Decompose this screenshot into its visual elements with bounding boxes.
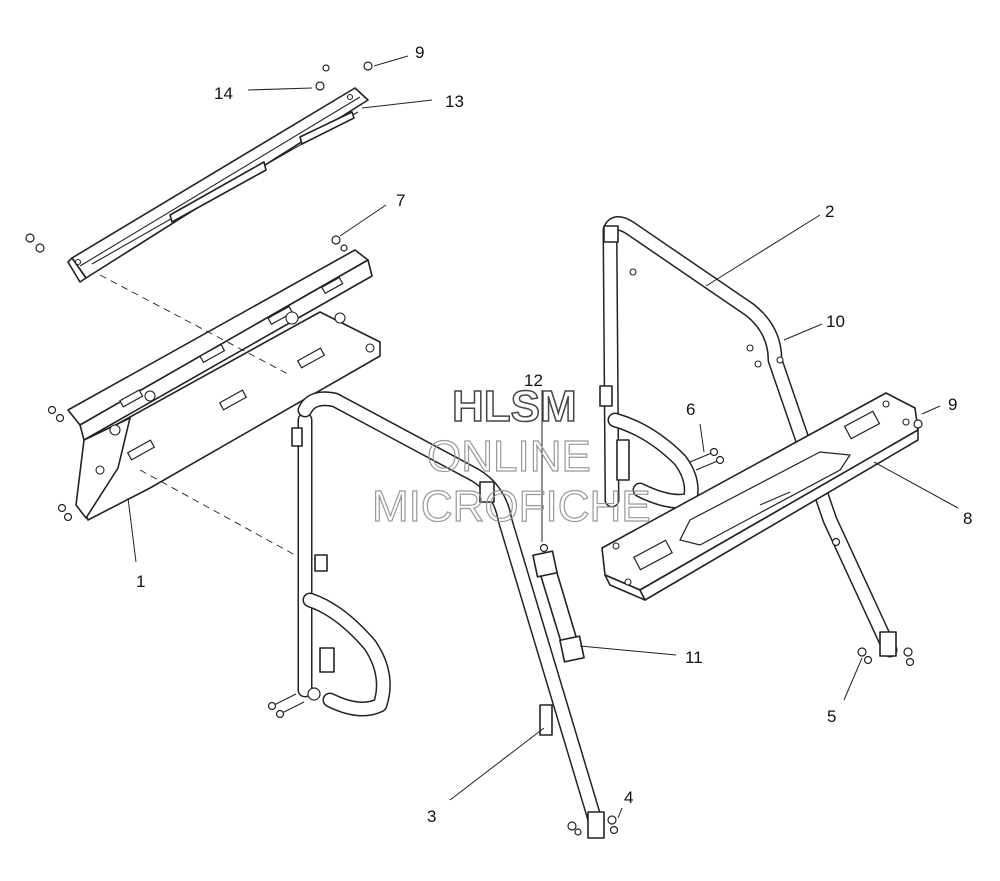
callout-10: 10 [826,312,845,331]
callout-5: 5 [827,707,836,726]
callout-9-right: 9 [948,395,957,414]
callout-7: 7 [396,191,405,210]
watermark-line-2: ONLINE [427,432,591,481]
part-1-rear-frame [67,249,381,521]
callout-labels: 1 2 3 4 5 6 7 8 9 9 10 11 12 13 14 [136,43,972,826]
callout-11: 11 [685,648,703,667]
leader-lines [127,55,959,819]
part-3-front-roll-bar [291,391,605,839]
callout-3: 3 [427,807,436,826]
callout-2: 2 [825,202,834,221]
callout-8: 8 [963,509,972,528]
part-8-cross-panel [601,392,919,601]
callout-14: 14 [214,84,233,103]
part-2-rear-roll-bar [599,216,898,658]
watermark-line-3: MICROFICHE [372,482,651,531]
callout-1: 1 [136,572,145,591]
callout-12: 12 [524,371,543,390]
callout-9-top: 9 [415,43,424,62]
fasteners-left [25,61,373,522]
watermark-line-1: HLSM [452,382,577,431]
assembly-line [139,469,296,556]
fasteners-front-bar [267,693,619,836]
callout-6: 6 [686,400,695,419]
part-11-brace [532,543,585,663]
callout-13: 13 [445,92,464,111]
part-13-upper-rail [67,87,369,283]
fasteners-right [689,419,923,667]
callout-4: 4 [624,788,633,807]
watermark: HLSM ONLINE MICROFICHE [371,381,651,531]
